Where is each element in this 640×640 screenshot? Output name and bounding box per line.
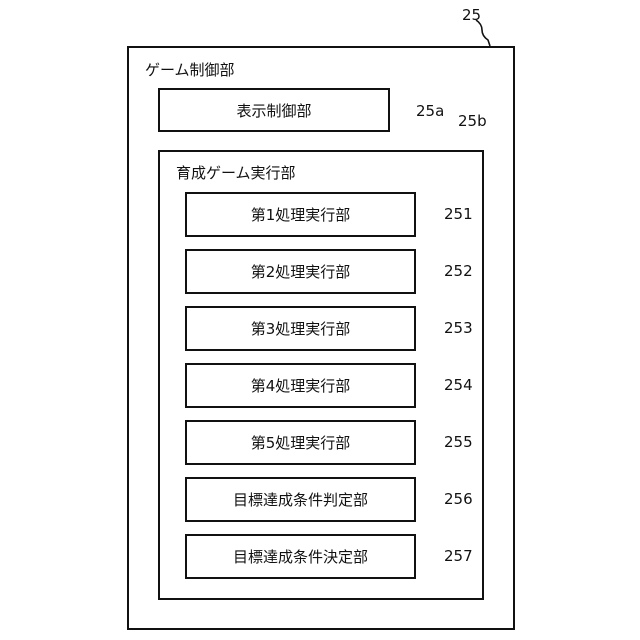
unit-block: 第3処理実行部 [185, 306, 416, 351]
game-control-title: ゲーム制御部 [145, 61, 235, 79]
unit-ref: 251 [444, 205, 473, 223]
unit-ref: 257 [444, 547, 473, 565]
unit-ref: 254 [444, 376, 473, 394]
unit-block: 第5処理実行部 [185, 420, 416, 465]
display-control-block: 表示制御部 [158, 88, 390, 132]
unit-label: 目標達成条件決定部 [233, 546, 368, 567]
unit-block: 目標達成条件判定部 [185, 477, 416, 522]
unit-label: 第1処理実行部 [251, 204, 351, 225]
training-game-title: 育成ゲーム実行部 [176, 164, 296, 182]
display-control-label: 表示制御部 [236, 100, 311, 121]
ref-display-control: 25a [416, 102, 444, 120]
unit-block: 第4処理実行部 [185, 363, 416, 408]
unit-label: 第2処理実行部 [251, 261, 351, 282]
unit-block: 目標達成条件決定部 [185, 534, 416, 579]
unit-ref: 253 [444, 319, 473, 337]
unit-block: 第2処理実行部 [185, 249, 416, 294]
unit-ref: 252 [444, 262, 473, 280]
unit-label: 目標達成条件判定部 [233, 489, 368, 510]
ref-game-control: 25 [462, 6, 481, 24]
unit-label: 第3処理実行部 [251, 318, 351, 339]
unit-label: 第5処理実行部 [251, 432, 351, 453]
unit-ref: 256 [444, 490, 473, 508]
unit-block: 第1処理実行部 [185, 192, 416, 237]
ref-training-game: 25b [458, 112, 487, 130]
unit-label: 第4処理実行部 [251, 375, 351, 396]
unit-ref: 255 [444, 433, 473, 451]
